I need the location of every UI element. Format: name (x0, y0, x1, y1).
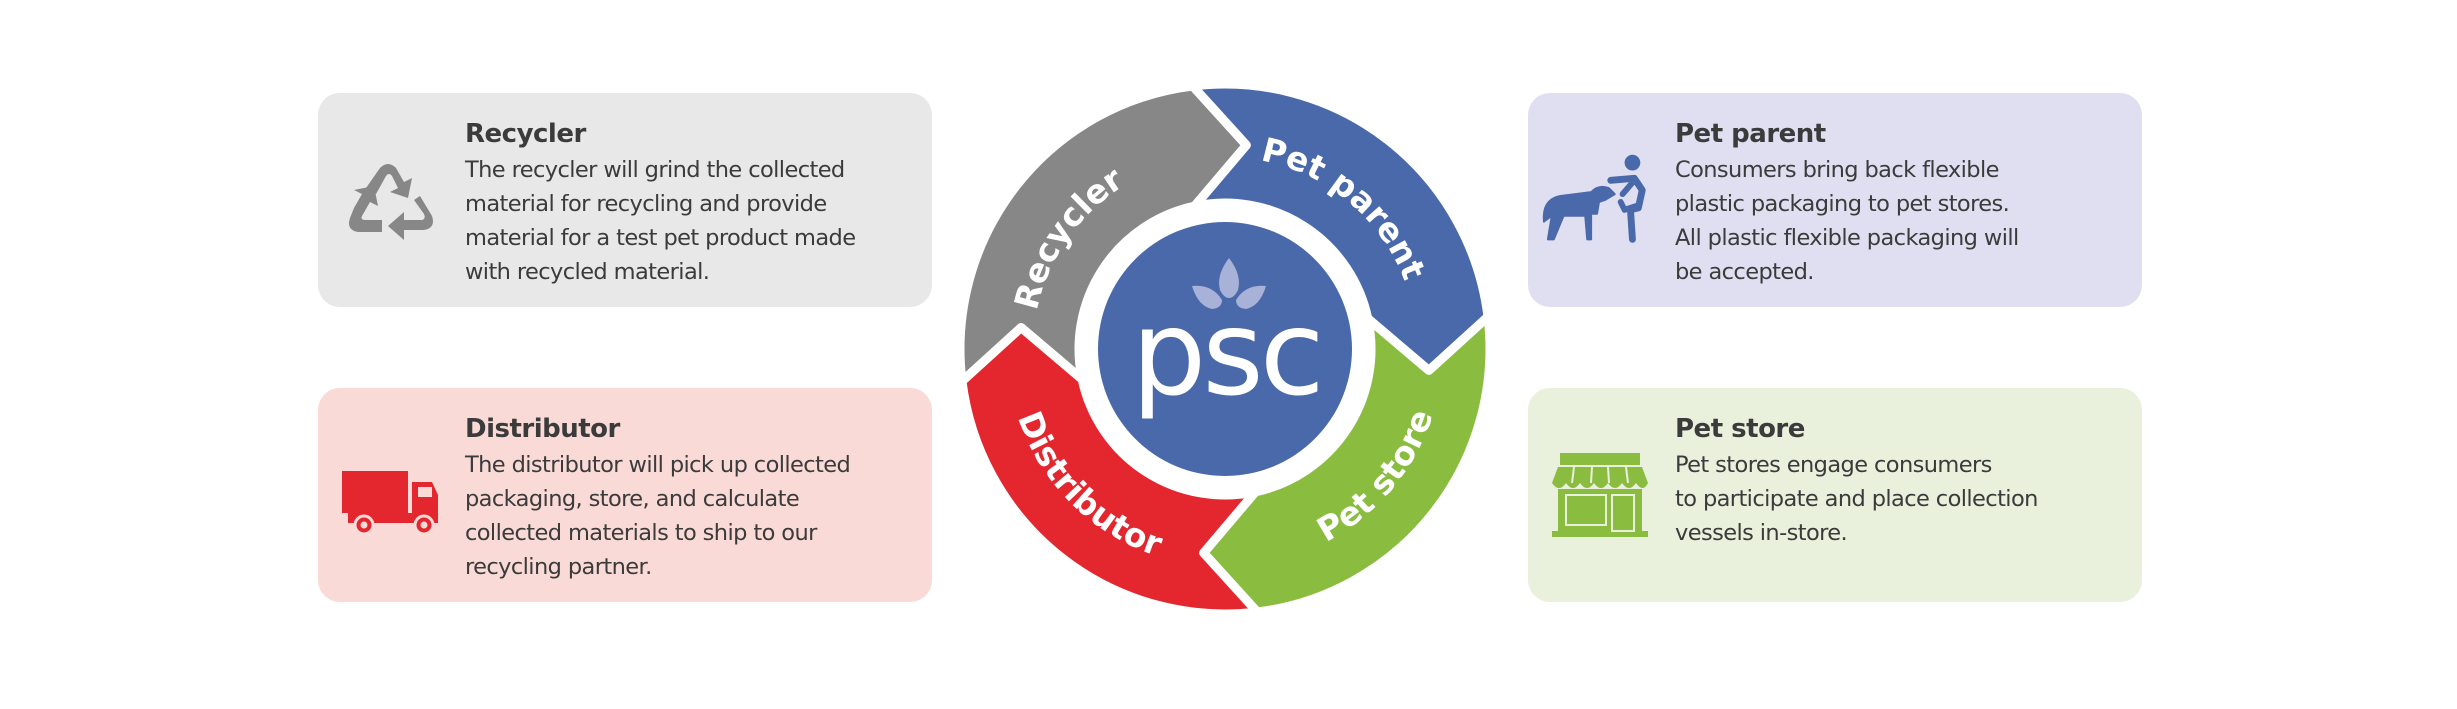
card-title: Pet store (1675, 414, 1805, 444)
segment-distributor (957, 323, 1262, 619)
segment-pet-store (1199, 312, 1495, 617)
person-petting-dog-icon (1542, 154, 1646, 243)
card-title: Pet parent (1675, 119, 1826, 149)
segment-recycler (955, 81, 1251, 386)
recycle-icon (349, 164, 433, 240)
pet-parent-card: Pet parent Consumers bring back flexible… (1528, 93, 2142, 307)
card-title: Distributor (465, 414, 620, 444)
truck-icon (342, 471, 438, 536)
leaf-logo-icon (1192, 258, 1266, 309)
storefront-icon (1552, 453, 1648, 537)
center-circle (1098, 222, 1352, 476)
segment-pet-parent (1188, 79, 1493, 375)
distributor-card: Distributor The distributor will pick up… (318, 388, 932, 602)
center-logo-text: psc (1131, 284, 1320, 422)
recycler-card: Recycler The recycler will grind the col… (318, 93, 932, 307)
card-title: Recycler (465, 119, 586, 149)
